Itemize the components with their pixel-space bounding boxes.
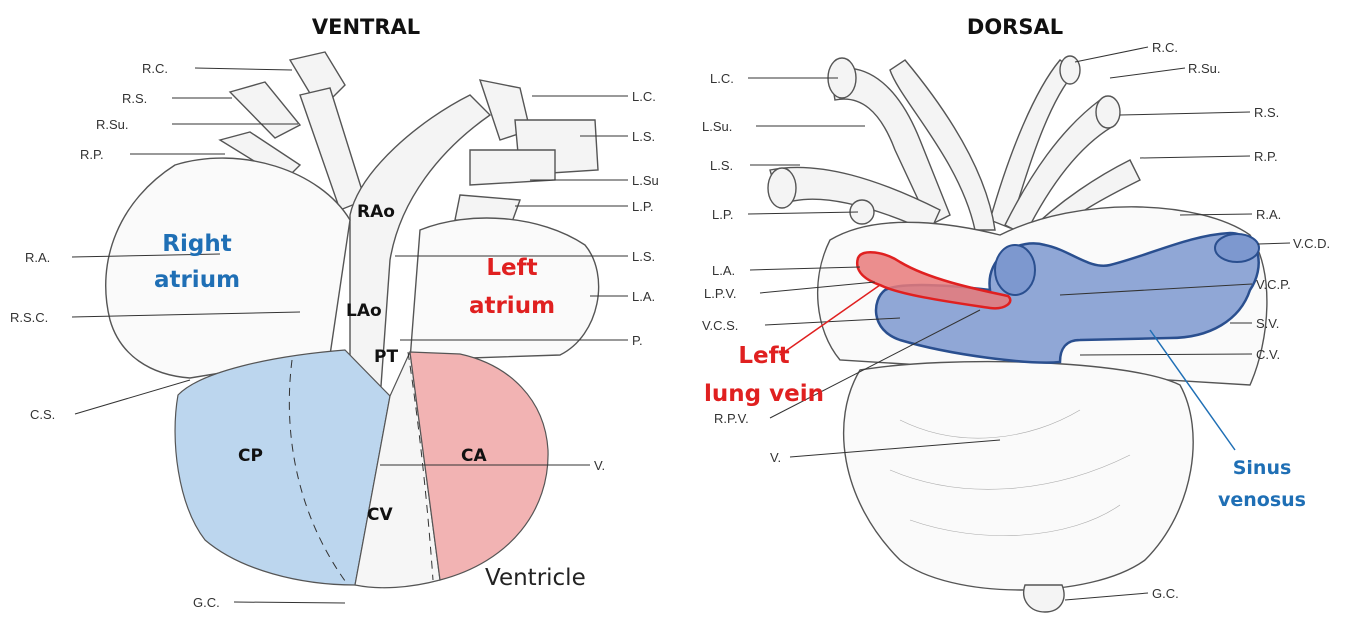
ventral-right-atrium-label-2: atrium (154, 267, 240, 293)
ventral-label-lsu: L.Su (632, 173, 659, 188)
dorsal-sinus-label-1: Sinus (1233, 457, 1292, 479)
dorsal-label-v: V. (770, 450, 781, 465)
ventral-label-lp: L.P. (632, 199, 653, 214)
ventral-region-cv: CV (367, 505, 393, 525)
ventral-region-cp: CP (238, 446, 263, 466)
dorsal-label-vcd: V.C.D. (1293, 236, 1330, 251)
dorsal-label-vcs: V.C.S. (702, 318, 738, 333)
ventral-title: VENTRAL (312, 15, 420, 39)
dorsal-label-lsu: L.Su. (702, 119, 732, 134)
dorsal-lung-vein-label-1: Left (738, 343, 789, 369)
dorsal-label-rp: R.P. (1254, 149, 1278, 164)
ventral-label-rsc: R.S.C. (10, 310, 48, 325)
ventral-right-atrium-label-1: Right (162, 231, 231, 257)
ventral-label-rsu: R.Su. (96, 117, 129, 132)
dorsal-label-rs: R.S. (1254, 105, 1279, 120)
ventral-left-atrium-label-2: atrium (469, 293, 555, 319)
ventral-label-la: L.A. (632, 289, 655, 304)
dorsal-label-lpv: L.P.V. (704, 286, 737, 301)
ventral-label-lc: L.C. (632, 89, 656, 104)
dorsal-label-la: L.A. (712, 263, 735, 278)
ventral-left-atrium (410, 218, 599, 360)
ventral-region-lao: LAo (346, 301, 382, 321)
dorsal-label-ra: R.A. (1256, 207, 1281, 222)
ventral-label-rp: R.P. (80, 147, 104, 162)
dorsal-label-lc: L.C. (710, 71, 734, 86)
ventral-label-ls: L.S. (632, 129, 655, 144)
ventral-label-p: P. (632, 333, 643, 348)
ventral-label-ls2: L.S. (632, 249, 655, 264)
ventral-label-ra: R.A. (25, 250, 50, 265)
dorsal-lung-vein-label-2: lung vein (704, 381, 824, 407)
ventral-label-v: V. (594, 458, 605, 473)
ventral-left-atrium-label-1: Left (486, 255, 537, 281)
ventral-view: VENTRAL (10, 15, 659, 610)
dorsal-vcs-opening (995, 245, 1035, 295)
ventral-ventricle-label: Ventricle (485, 565, 586, 591)
dorsal-vcd-opening (1215, 234, 1259, 262)
dorsal-label-cv: C.V. (1256, 347, 1280, 362)
dorsal-label-rpv: R.P.V. (714, 411, 749, 426)
ventral-label-cs: C.S. (30, 407, 55, 422)
dorsal-label-ls: L.S. (710, 158, 733, 173)
dorsal-label-rsu: R.Su. (1188, 61, 1221, 76)
dorsal-label-sv: S.V. (1256, 316, 1279, 331)
dorsal-label-rc: R.C. (1152, 40, 1178, 55)
dorsal-view: DORSAL (702, 15, 1330, 612)
dorsal-label-gc: G.C. (1152, 586, 1179, 601)
ventral-cp-region (175, 350, 390, 585)
ventral-label-rc: R.C. (142, 61, 168, 76)
dorsal-label-lp: L.P. (712, 207, 733, 222)
dorsal-gc (1024, 585, 1064, 612)
ventral-region-ca: CA (461, 446, 487, 466)
dorsal-title: DORSAL (967, 15, 1063, 39)
ventral-region-rao: RAo (357, 202, 395, 222)
dorsal-sinus-label-2: venosus (1218, 489, 1306, 511)
ventral-label-rs: R.S. (122, 91, 147, 106)
ventral-label-gc: G.C. (193, 595, 220, 610)
dorsal-label-vcp: V.C.P. (1256, 277, 1291, 292)
ventral-region-pt: PT (374, 347, 398, 367)
dorsal-ventricle (844, 362, 1194, 590)
